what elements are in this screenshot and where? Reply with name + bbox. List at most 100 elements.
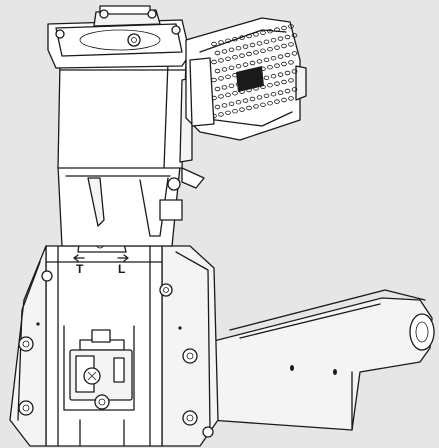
arrow-left-icon xyxy=(73,254,85,262)
grip-hole xyxy=(288,42,294,47)
grip-hole xyxy=(291,33,298,38)
grip-hole xyxy=(232,108,238,114)
grip-hole xyxy=(253,104,259,109)
grip-hole xyxy=(267,100,273,106)
grip-hole xyxy=(221,103,228,108)
grip-hole xyxy=(277,36,284,41)
mark-l: L xyxy=(118,262,125,276)
grip-hole xyxy=(256,95,263,100)
grip-hole xyxy=(267,47,273,52)
grip-hole xyxy=(256,59,263,64)
grip-hole xyxy=(218,40,224,45)
grip-hole xyxy=(284,88,291,94)
grip-hole xyxy=(228,47,235,52)
grip-hole xyxy=(225,110,231,115)
grip-perforations xyxy=(211,24,298,119)
grip-hole xyxy=(239,53,245,58)
grip-hole xyxy=(263,57,270,62)
grip-hole xyxy=(232,90,238,96)
neck xyxy=(57,165,205,247)
grip-hole xyxy=(288,24,294,29)
grip-hole xyxy=(260,48,266,53)
grip-hole xyxy=(249,42,256,48)
grip-hole xyxy=(239,35,245,40)
grip-hole xyxy=(277,54,284,59)
grip-hole xyxy=(235,46,242,51)
grip-hole xyxy=(284,52,291,58)
grip-hole xyxy=(228,65,235,70)
grip-hole xyxy=(218,76,224,81)
grip-hole xyxy=(246,33,252,39)
arm-hole-2 xyxy=(333,369,337,375)
grip-hole xyxy=(281,25,287,31)
magazine-body: T L xyxy=(9,235,219,447)
grip-hole xyxy=(221,85,228,90)
arm-hole-1 xyxy=(290,365,294,371)
grip-hole xyxy=(284,34,291,40)
grip-hole xyxy=(260,30,266,35)
grip-hole xyxy=(232,55,238,60)
grip-hole xyxy=(214,50,221,56)
mark-t: T xyxy=(76,262,84,276)
grip-hole xyxy=(211,59,217,65)
grip-hole xyxy=(228,101,235,106)
grip-hole xyxy=(214,104,221,110)
grip-hole xyxy=(225,74,231,79)
grip-hole xyxy=(277,72,284,77)
grip-hole xyxy=(225,92,231,97)
grip-hole xyxy=(288,60,294,65)
grip-hole xyxy=(225,56,231,61)
rear-arm xyxy=(209,289,435,431)
handle-grip xyxy=(185,17,307,141)
grip-hole xyxy=(270,38,277,43)
grip-hole xyxy=(235,99,242,105)
grip-hole xyxy=(267,82,273,88)
grip-hole xyxy=(214,68,221,74)
grip-hole xyxy=(239,107,245,112)
grip-hole xyxy=(228,83,235,88)
grip-hole xyxy=(267,64,273,70)
grip-hole xyxy=(249,96,256,102)
grip-hole xyxy=(242,98,249,103)
grip-hole xyxy=(288,96,294,101)
grip-hole xyxy=(263,75,270,80)
grip-hole xyxy=(281,43,287,49)
grip-hole xyxy=(235,63,242,69)
grip-hole xyxy=(270,73,277,79)
grip-hole xyxy=(246,51,252,57)
grip-hole xyxy=(221,49,228,54)
grip-hole xyxy=(260,102,266,107)
bolts xyxy=(18,270,214,438)
grip-hole xyxy=(281,97,287,103)
grip-hole xyxy=(291,87,298,92)
grip-hole xyxy=(221,67,228,72)
grip-hole xyxy=(211,41,217,47)
grip-hole xyxy=(225,38,231,43)
grip-hole xyxy=(288,78,294,83)
grip-hole xyxy=(281,61,287,67)
grip-hole xyxy=(291,69,298,74)
grip-hole xyxy=(270,56,277,61)
grip-hole xyxy=(218,58,224,63)
grip-hole xyxy=(270,91,277,97)
grip-hole xyxy=(274,45,280,50)
top-cap xyxy=(47,5,191,69)
grip-hole xyxy=(274,27,280,32)
grip-hole xyxy=(246,105,252,111)
grip-hole xyxy=(242,44,249,49)
grip-hole xyxy=(218,112,224,117)
grip-hole xyxy=(214,86,221,92)
grip-hole xyxy=(256,41,263,46)
grip-hole xyxy=(242,62,249,67)
cylinder xyxy=(57,61,199,169)
front-latch xyxy=(63,325,135,447)
grip-hole xyxy=(274,81,280,86)
arrow-right-icon xyxy=(117,254,129,262)
grip-hole xyxy=(232,37,238,42)
grip-hole xyxy=(291,51,298,56)
grip-hole xyxy=(249,60,256,66)
grip-hole xyxy=(263,93,270,98)
grip-hole xyxy=(218,94,224,99)
